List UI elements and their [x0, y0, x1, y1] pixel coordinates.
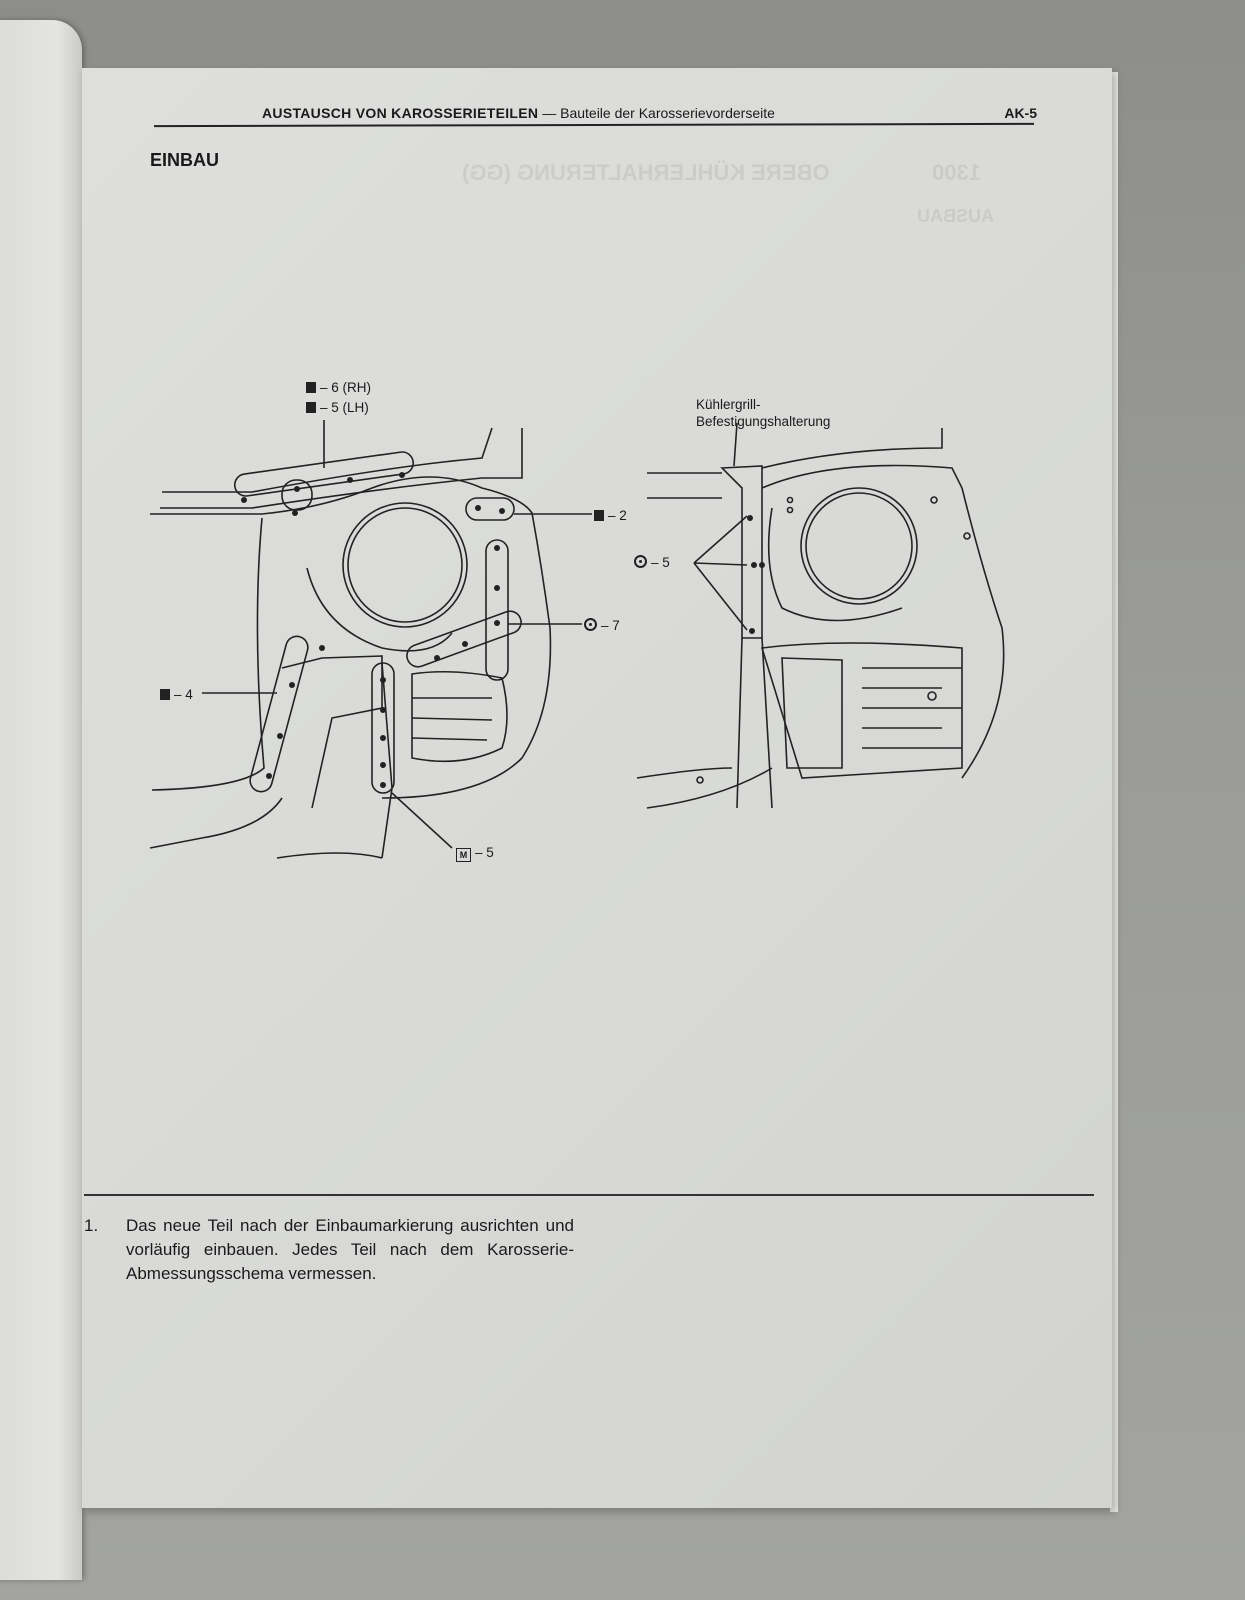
label-spot5: – 5	[634, 555, 670, 570]
facing-page-edge	[0, 20, 82, 1580]
spot-weld-icon	[584, 618, 597, 631]
spot-weld-icon	[634, 555, 647, 568]
body-panel-diagram	[149, 420, 1005, 859]
manual-page: OBERE KÜHLERHALTERUNG (GG) 1300 AUSBAU A…	[82, 68, 1112, 1508]
label-m5: M– 5	[456, 845, 494, 862]
page-stack-edge	[1110, 72, 1118, 1512]
header-separator: —	[542, 105, 557, 121]
weld-points	[241, 472, 505, 788]
adhesive-square-icon	[306, 382, 316, 393]
bracket-leaders	[693, 515, 748, 631]
label-i4: – 4	[160, 687, 193, 702]
label-grill-bracket: Kühlergrill-Befestigungshalterung	[696, 397, 831, 429]
section-title: AUSTAUSCH VON KAROSSERIETEILEN	[262, 105, 539, 121]
step-text: Das neue Teil nach der Einbaumarkierung …	[126, 1216, 574, 1283]
page-number: AK-5	[1004, 105, 1037, 121]
section-heading: EINBAU	[150, 150, 220, 170]
adhesive-square-icon	[594, 510, 604, 521]
grill-bracket-leader	[733, 422, 738, 467]
text-divider	[84, 1194, 1094, 1196]
right-view-outline	[636, 428, 1005, 809]
leader-lines	[202, 420, 592, 849]
label-i6-rh: – 6 (RH)	[306, 380, 371, 395]
left-view-outline	[149, 427, 552, 859]
label-i5-lh: – 5 (LH)	[306, 400, 369, 415]
label-spot7: – 7	[584, 618, 620, 633]
section-subtitle: Bauteile der Karosserievorderseite	[560, 105, 775, 121]
adhesive-square-icon	[306, 402, 316, 413]
step-number: 1.	[84, 1216, 99, 1235]
instruction-step: 1. Das neue Teil nach der Einbaumarkieru…	[84, 1214, 574, 1286]
label-i2: – 2	[594, 508, 627, 523]
m-mark-icon: M	[456, 848, 471, 862]
adhesive-square-icon	[160, 689, 170, 700]
page-header: AUSTAUSCH VON KAROSSERIETEILEN — Bauteil…	[262, 105, 1037, 125]
